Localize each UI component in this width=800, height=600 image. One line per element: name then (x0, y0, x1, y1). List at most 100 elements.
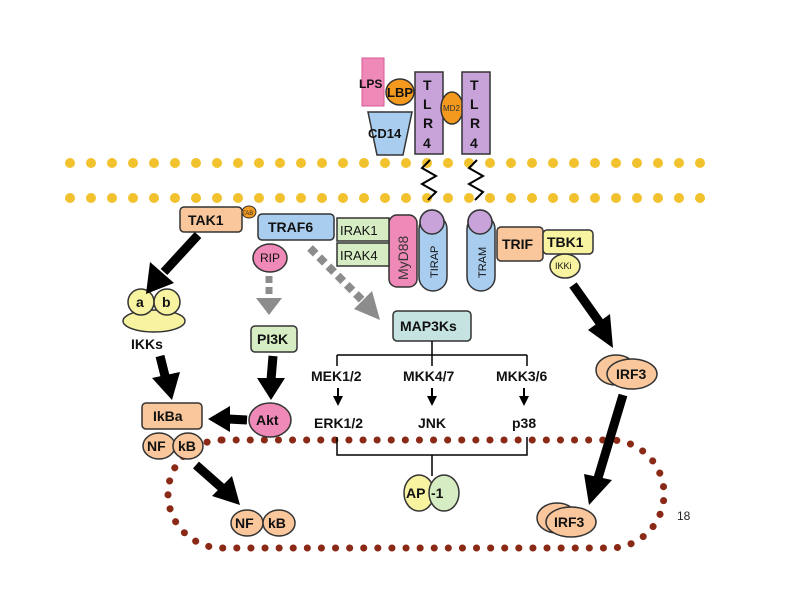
irak4-box (336, 242, 390, 267)
ikk-a-label: a (136, 294, 144, 310)
lps-label: LPS (359, 77, 382, 91)
membrane-dot (611, 193, 621, 203)
membrane-dot (653, 158, 663, 168)
membrane-dot (296, 193, 306, 203)
irf3-front-oval (606, 358, 658, 390)
membrane-dot (653, 193, 663, 203)
irf3-translocation-arrow (593, 393, 628, 480)
membrane-dot (107, 158, 117, 168)
membrane-dot (254, 158, 264, 168)
membrane-dot (485, 158, 495, 168)
tram-tir (467, 209, 493, 235)
membrane-dot (443, 158, 453, 168)
membrane-dot (548, 193, 558, 203)
pi3k-label: PI3K (257, 331, 288, 347)
tak1-box (179, 206, 243, 233)
akt-label: Akt (256, 412, 279, 428)
membrane-dot (212, 193, 222, 203)
membrane-dot (338, 193, 348, 203)
tlr4-right-l: L (470, 96, 479, 112)
page-number: 18 (677, 509, 691, 523)
nuc-nf-label: NF (235, 515, 254, 531)
tak1-to-ikk-arrowhead (146, 262, 174, 294)
membrane-dot (506, 158, 516, 168)
akt-to-ikba-arrow (227, 414, 248, 425)
membrane-dot (191, 158, 201, 168)
kb-oval (172, 432, 204, 460)
nuc-irf3-label: IRF3 (554, 514, 585, 530)
membrane-dot (149, 158, 159, 168)
membrane-dot (632, 193, 642, 203)
nfkb-translocation-arrow (193, 461, 225, 492)
akt-to-ikba-arrowhead (208, 406, 230, 432)
membrane-dot (401, 158, 411, 168)
myd88-label: MyD88 (395, 235, 411, 280)
tlr4-left-4: 4 (423, 135, 431, 151)
membrane-dot (569, 193, 579, 203)
membrane-dot (107, 193, 117, 203)
ikki-oval (549, 253, 581, 279)
membrane-dot (317, 158, 327, 168)
akt-oval (248, 402, 292, 438)
membrane-dot (233, 193, 243, 203)
membrane-dot (65, 193, 75, 203)
membrane-dot (443, 193, 453, 203)
trif-label: TRIF (502, 236, 534, 252)
membrane-dot (674, 158, 684, 168)
tirap-label: TIRAP (429, 246, 441, 278)
tirap-tir (419, 209, 445, 235)
tbk1-label: TBK1 (547, 234, 584, 250)
ikks-label: IKKs (131, 336, 163, 352)
tlr4-left-l: L (423, 96, 432, 112)
membrane-dot (338, 158, 348, 168)
tlr4-right-4: 4 (470, 135, 478, 151)
membrane-dot (275, 193, 285, 203)
membrane-dot (632, 158, 642, 168)
membrane-dot (359, 193, 369, 203)
membrane-dot (464, 158, 474, 168)
kb-label: kB (178, 438, 196, 454)
rip-oval (252, 243, 288, 273)
irf3-label: IRF3 (616, 366, 647, 382)
erk12-label: ERK1/2 (314, 415, 363, 431)
membrane-dot (611, 158, 621, 168)
cd14-label: CD14 (368, 126, 402, 141)
ikki-label: IKKi (555, 261, 572, 271)
membrane-dot (170, 193, 180, 203)
membrane-dot (464, 193, 474, 203)
membrane-dot (380, 193, 390, 203)
membrane-dot (128, 193, 138, 203)
ap1-label: -1 (431, 485, 444, 501)
ikk-b-circle (153, 288, 181, 316)
tbk1-to-irf3-arrow (569, 282, 604, 326)
membrane-dot (674, 193, 684, 203)
ikk-base (122, 309, 186, 333)
pi3k-box (250, 325, 298, 353)
tlr4-right-r: R (470, 115, 480, 131)
tlr4-left-t: T (423, 77, 432, 93)
tlr4-left-r: R (423, 115, 433, 131)
md2-label: MD2 (443, 104, 460, 113)
membrane-dot (65, 158, 75, 168)
mkk47-label: MKK4/7 (403, 368, 455, 384)
membrane-dot (275, 158, 285, 168)
ikk-to-ikba-arrowhead (152, 372, 180, 400)
tlr4-right-transmembrane (466, 159, 486, 201)
tram-label: TRAM (477, 247, 489, 278)
tlr4-right-t: T (470, 77, 479, 93)
ikba-box (141, 402, 203, 430)
tab-label: TAB (242, 211, 253, 217)
nuc-irf3-front-oval (545, 506, 597, 538)
membrane-dot (317, 193, 327, 203)
traf6-label: TRAF6 (268, 219, 313, 235)
irak1-box (336, 217, 390, 242)
tak1-to-ikk-arrow (160, 231, 202, 276)
membrane-dot (485, 193, 495, 203)
plasma-membrane (65, 158, 705, 203)
irf3-translocation-arrowhead (584, 474, 612, 505)
tak1-label: TAK1 (188, 212, 224, 228)
membrane-dot (401, 193, 411, 203)
ap-label: AP (406, 485, 425, 501)
tlr4-left (414, 71, 444, 155)
